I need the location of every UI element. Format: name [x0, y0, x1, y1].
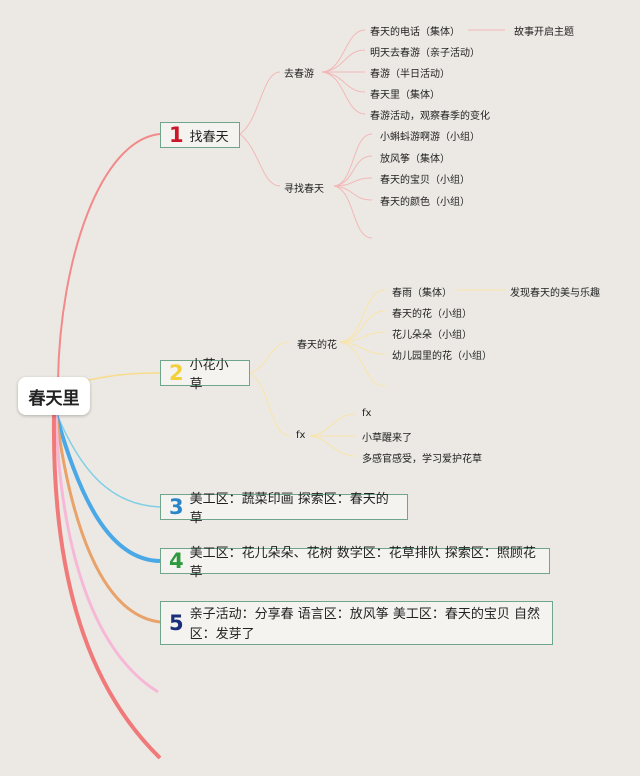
branch-5-text-line1: 亲子活动：分享春 语言区：放风筝 美工区：春天的宝贝 自然	[189, 607, 541, 622]
branch-3-connector	[55, 411, 161, 508]
leaf-item[interactable]: 春游活动，观察春季的变化	[370, 111, 490, 122]
group-chuntian-de-hua[interactable]: 春天的花	[297, 340, 337, 351]
leaf-note[interactable]: 故事开启主题	[514, 27, 574, 38]
leaf-item[interactable]: 春游（半日活动）	[370, 69, 450, 80]
group-fx[interactable]: fx	[296, 430, 306, 441]
leaf-item[interactable]: 小蝌蚪游啊游（小组）	[380, 132, 480, 143]
branch-6-connector	[54, 413, 159, 694]
group-xunzhao-chuntian[interactable]: 寻找春天	[284, 184, 324, 195]
leaf-item[interactable]: fx	[362, 408, 372, 419]
branch-3-node[interactable]: 3 美工区：蔬菜印画 探索区：春天的草	[160, 492, 408, 526]
branch-5-text: 亲子活动：分享春 语言区：放风筝 美工区：春天的宝贝 自然 区：发芽了	[190, 602, 540, 645]
group-qu-chunyou[interactable]: 去春游	[284, 69, 314, 80]
leaf-item[interactable]: 春天里（集体）	[370, 90, 440, 101]
leaf-item[interactable]: 小草醒来了	[362, 433, 412, 444]
branch-4-node[interactable]: 4 美工区：花儿朵朵、花树 数学区：花草排队 探索区：照顾花草	[160, 546, 550, 580]
leaf-item[interactable]: 明天去春游（亲子活动）	[370, 48, 480, 59]
leaf-note[interactable]: 发现春天的美与乐趣	[510, 288, 600, 299]
branch-1-connector	[57, 133, 161, 381]
branch-7-connector	[51, 413, 162, 760]
branch-5-text-line2: 区：发芽了	[189, 627, 255, 642]
branch-2-number: 2	[169, 361, 184, 385]
leaf-item[interactable]: 幼儿园里的花（小组）	[392, 351, 492, 362]
branch-4-text: 美工区：花儿朵朵、花树 数学区：花草排队 探索区：照顾花草	[189, 546, 536, 580]
branch-4-connector	[54, 413, 161, 563]
leaf-item[interactable]: 春天的电话（集体）	[370, 27, 460, 38]
branch-1-node[interactable]: 1 找春天	[160, 122, 240, 148]
branch-2-title: 小花小草	[189, 358, 229, 392]
branch-5-connector	[54, 413, 161, 624]
leaf-item[interactable]: 放风筝（集体）	[380, 154, 450, 165]
branch-2-node[interactable]: 2 小花小草	[160, 358, 250, 392]
root-node[interactable]: 春天里	[18, 377, 90, 415]
branch-3-number: 3	[169, 495, 184, 519]
leaf-item[interactable]: 花儿朵朵（小组）	[392, 330, 472, 341]
branch-1-number: 1	[169, 123, 184, 147]
branch-4-number: 4	[169, 549, 184, 573]
leaf-item[interactable]: 春雨（集体）	[392, 288, 452, 299]
branch-5-number: 5	[169, 611, 184, 635]
branch-2-connector	[79, 372, 161, 383]
branch-1-title: 找春天	[189, 129, 229, 145]
leaf-item[interactable]: 春天的花（小组）	[392, 309, 472, 320]
leaf-item[interactable]: 多感官感受，学习爱护花草	[362, 454, 482, 465]
branch-5-node[interactable]: 5 亲子活动：分享春 语言区：放风筝 美工区：春天的宝贝 自然 区：发芽了	[160, 601, 553, 645]
leaf-item[interactable]: 春天的宝贝（小组）	[380, 175, 470, 186]
leaf-item[interactable]: 春天的颜色（小组）	[380, 197, 470, 208]
branch-3-text: 美工区：蔬菜印画 探索区：春天的草	[189, 492, 389, 526]
